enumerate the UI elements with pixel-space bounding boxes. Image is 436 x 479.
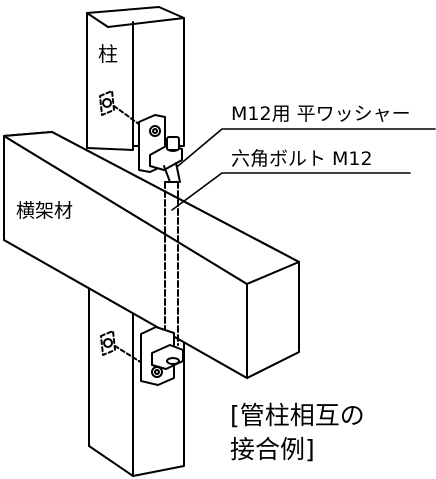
washer-label: M12用 平ワッシャー bbox=[231, 103, 411, 125]
caption-close-bracket: ] bbox=[305, 435, 315, 464]
upper-hardware bbox=[99, 90, 183, 183]
beam-label: 横架材 bbox=[16, 200, 74, 222]
caption-text-2: 接合例 bbox=[230, 435, 306, 464]
horizontal-beam bbox=[3, 131, 300, 379]
caption-text-1: 管柱相互の bbox=[239, 401, 365, 430]
upper-column bbox=[86, 6, 185, 151]
lower-hardware bbox=[100, 326, 184, 386]
caption-line-2: 接合例] bbox=[230, 434, 315, 466]
caption-open-bracket: [ bbox=[230, 401, 240, 430]
column-label: 柱 bbox=[98, 42, 118, 66]
leader-lines bbox=[171, 128, 436, 211]
caption-line-1: [管柱相互の bbox=[230, 400, 365, 432]
hex-bolt bbox=[164, 181, 179, 346]
bolt-label: 六角ボルト M12 bbox=[231, 148, 373, 170]
